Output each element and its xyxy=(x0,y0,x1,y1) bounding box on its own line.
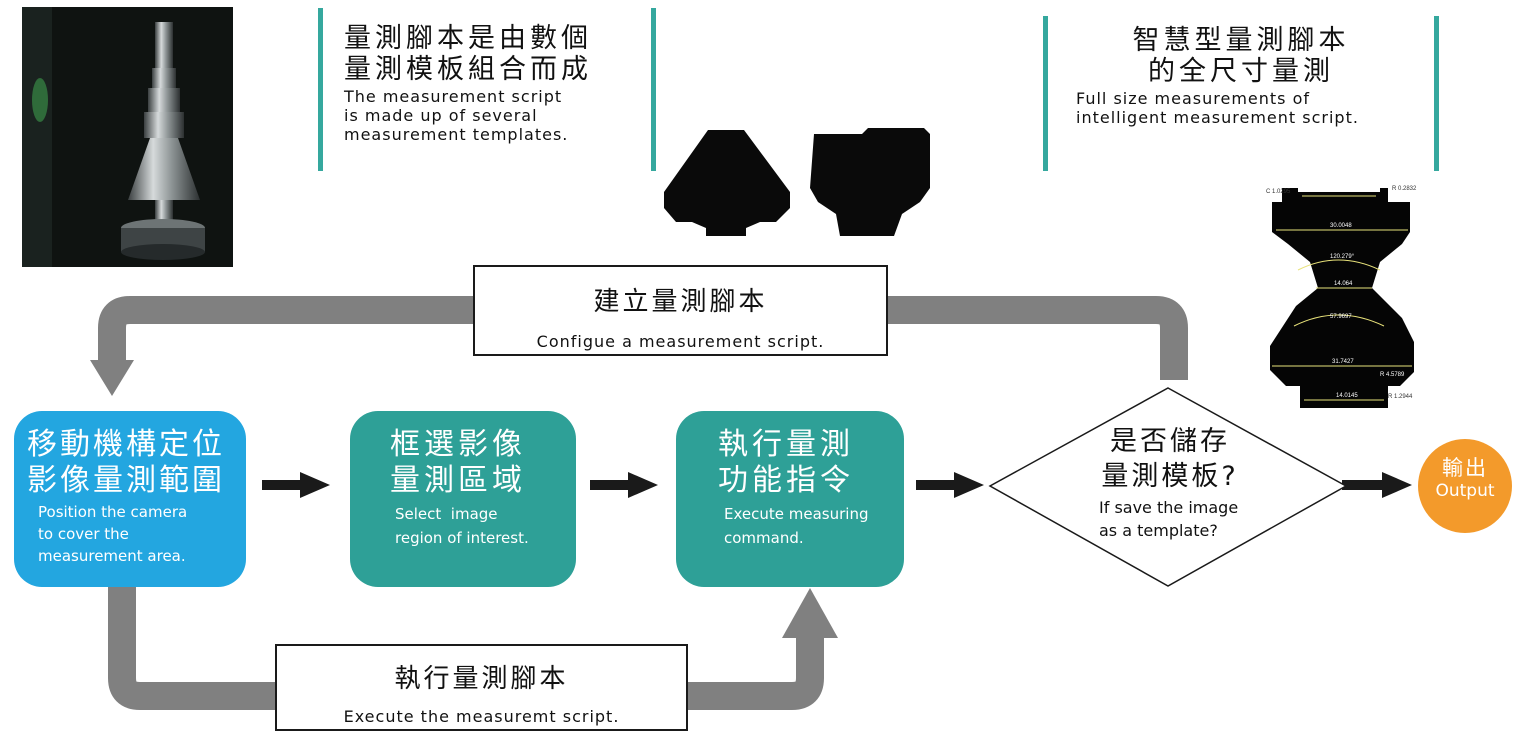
step-select-zh-1: 框選影像 xyxy=(390,427,526,462)
step-position-en-2: to cover the xyxy=(38,525,129,543)
configure-script-en: Configue a measurement script. xyxy=(536,332,825,351)
dim-c-chamfer: C 1.0295 xyxy=(1266,189,1291,195)
step-position-en-3: measurement area. xyxy=(38,547,186,565)
configure-script-zh: 建立量測腳本 xyxy=(593,287,768,317)
decision-zh-1: 是否儲存 xyxy=(1110,426,1230,457)
flow-arrow-4 xyxy=(1342,472,1412,498)
execute-script-en: Execute the measuremt script. xyxy=(343,707,620,726)
loop-arrowhead-bottom xyxy=(782,588,838,638)
dim-r-base: R 1.2944 xyxy=(1388,394,1413,400)
template-silhouette-1 xyxy=(664,130,790,236)
output-circle xyxy=(1418,439,1512,533)
caption-right-en-2: intelligent measurement script. xyxy=(1076,108,1359,127)
step-select-en-2: region of interest. xyxy=(395,529,529,547)
dim-r-top: R 0.2832 xyxy=(1392,186,1417,192)
decision-save-template: 是否儲存 量測模板? If save the image as a templa… xyxy=(1085,424,1255,540)
dim-neck: 14.064 xyxy=(1334,281,1353,287)
step-position-zh-1: 移動機構定位 xyxy=(27,427,225,462)
dim-base-width: 14.0145 xyxy=(1336,393,1358,399)
step-command-zh-1: 執行量測 xyxy=(718,427,854,462)
step-position-camera: 移動機構定位 影像量測範圍 Position the camera to cov… xyxy=(14,411,246,587)
configure-script-box: 建立量測腳本 Configue a measurement script. xyxy=(473,265,888,356)
flow-arrow-1 xyxy=(262,472,330,498)
dimensioned-part-drawing: C 1.0295 20.1686 R 0.2832 30.0048 120.27… xyxy=(1266,186,1417,408)
caption-left-zh-1: 量測腳本是由數個 xyxy=(344,23,592,54)
flow-arrow-2 xyxy=(590,472,658,498)
caption-right-en-1: Full size measurements of xyxy=(1076,89,1311,108)
output-zh: 輸出 xyxy=(1442,456,1488,480)
decision-diamond xyxy=(988,387,1348,587)
output-en: Output xyxy=(1435,481,1495,501)
output-label: 輸出 Output xyxy=(1421,455,1509,502)
caption-left-en-2: is made up of several xyxy=(344,106,538,125)
execute-script-zh: 執行量測腳本 xyxy=(394,664,569,694)
caption-right-bar-b xyxy=(1434,16,1439,171)
step-command-en-1: Execute measuring xyxy=(724,505,869,523)
execute-script-box: 執行量測腳本 Execute the measuremt script. xyxy=(275,644,688,731)
flow-arrow-3 xyxy=(916,472,984,498)
dim-angle-top: 120.279° xyxy=(1330,254,1355,260)
caption-left-en-3: measurement templates. xyxy=(344,125,569,144)
caption-right-zh-2: 的全尺寸量測 xyxy=(1148,56,1334,87)
step-select-en-1: Select image xyxy=(395,505,498,523)
dim-bottom-width: 31.7427 xyxy=(1332,359,1354,365)
part-photo xyxy=(22,7,233,267)
caption-left-bar-a xyxy=(318,8,323,171)
template-silhouette-2 xyxy=(810,128,930,236)
decision-zh-2: 量測模板? xyxy=(1101,461,1239,492)
dim-top-width: 20.1686 xyxy=(1330,188,1352,194)
step-command-zh-2: 功能指令 xyxy=(718,463,854,498)
caption-left-en-1: The measurement script xyxy=(344,87,563,106)
caption-right-zh-1: 智慧型量測腳本 xyxy=(1132,25,1350,56)
dim-angle-bottom: 57.9697 xyxy=(1330,314,1352,320)
loop-arrowhead-top xyxy=(90,360,134,396)
step-select-zh-2: 量測區域 xyxy=(390,463,526,498)
step-position-zh-2: 影像量測範圍 xyxy=(27,463,225,498)
decision-en-1: If save the image xyxy=(1099,498,1239,517)
decision-en-2: as a template? xyxy=(1099,521,1218,540)
dim-width-main: 30.0048 xyxy=(1330,223,1352,229)
step-select-region: 框選影像 量測區域 Select image region of interes… xyxy=(350,411,576,587)
caption-full-size-measurement: 智慧型量測腳本 的全尺寸量測 Full size measurements of… xyxy=(1050,27,1432,127)
step-position-en-1: Position the camera xyxy=(38,503,188,521)
step-execute-command: 執行量測 功能指令 Execute measuring command. xyxy=(676,411,904,587)
caption-left-zh-2: 量測模板組合而成 xyxy=(344,54,592,85)
caption-left-bar-b xyxy=(651,8,656,171)
caption-right-bar-a xyxy=(1043,16,1048,171)
caption-template-composition: 量測腳本是由數個 量測模板組合而成 The measurement script… xyxy=(344,25,592,144)
step-command-en-2: command. xyxy=(724,529,804,547)
dim-r-bottom: R 4.5789 xyxy=(1380,372,1405,378)
